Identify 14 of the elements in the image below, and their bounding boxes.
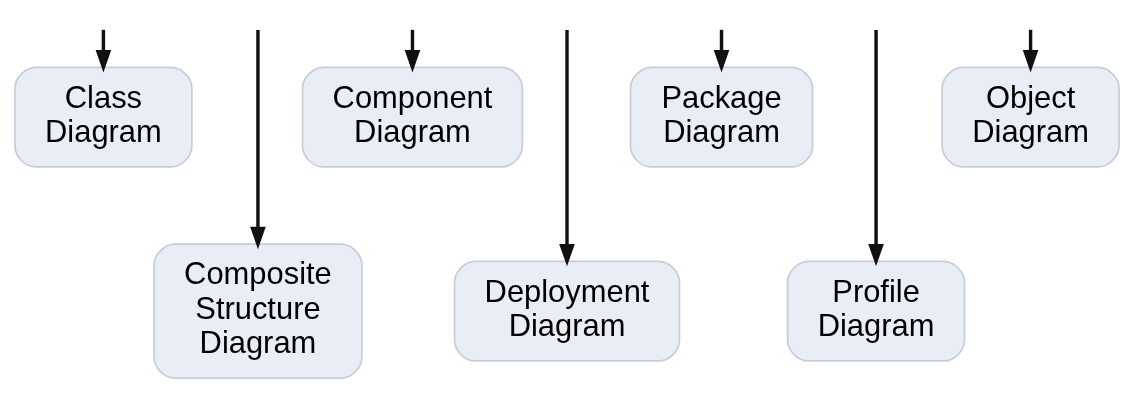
arrow (868, 30, 884, 267)
arrow (95, 29, 112, 73)
arrow (250, 30, 266, 250)
node-box: Object Diagram (941, 66, 1120, 168)
node-box: Class Diagram (14, 66, 193, 168)
arrow (559, 30, 575, 267)
node-box: Profile Diagram (786, 260, 966, 362)
node-box: Deployment Diagram (453, 260, 681, 362)
node-box: Component Diagram (301, 66, 524, 168)
node-box: Package Diagram (629, 66, 814, 168)
arrow (1022, 29, 1039, 73)
node-box: Composite Structure Diagram (153, 243, 363, 379)
arrow (404, 29, 421, 73)
arrow (713, 29, 730, 73)
